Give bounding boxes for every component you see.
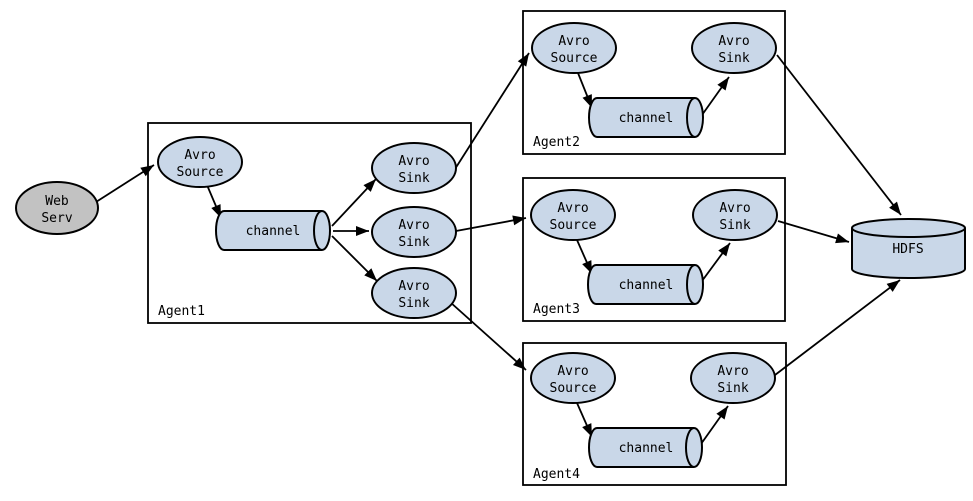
node-agent2-sink: Avro Sink [691,22,777,74]
node-agent2-channel: channel [588,97,704,138]
edge-web-serv-to-agent1-source [95,164,155,203]
agent3-sink-label-line1: Avro [719,201,750,216]
node-agent1-sink-2: Avro Sink [371,206,457,258]
node-agent2-source: Avro Source [531,22,617,74]
agent1-source-label-line2: Source [177,165,224,180]
agent1-source-ellipse [157,136,243,188]
edge-agent2-source-to-channel [577,72,593,109]
agent4-channel-label: channel [619,441,674,456]
agent2-source-label-line1: Avro [558,34,589,49]
agent2-source-label-line2: Source [551,51,598,66]
agent3-sink-label-line2: Sink [719,218,750,233]
hdfs-cylinder-rim [851,227,966,238]
node-agent4-source: Avro Source [530,352,616,404]
agent3-source-ellipse [530,189,616,241]
agent1-sink1-ellipse [371,142,457,194]
agent2-source-ellipse [531,22,617,74]
node-agent1-channel: channel [215,210,331,251]
agent4-sink-label-line2: Sink [717,381,748,396]
agent2-channel-cap [686,97,696,138]
node-agent3-channel: channel [587,264,704,305]
web-server-ellipse [15,181,99,235]
node-agent3-sink: Avro Sink [692,189,778,241]
node-agent4-sink: Avro Sink [690,352,776,404]
node-agent3-source: Avro Source [530,189,616,241]
agent2-channel-label: channel [619,111,674,126]
agent1-sink1-label-line2: Sink [398,171,429,186]
edge-agent4-channel-to-sink [700,405,729,445]
edge-agent1-channel-to-sink3 [331,235,378,282]
edge-agent1-channel-to-sink1 [331,178,377,227]
agent4-source-ellipse [530,352,616,404]
agent2-sink-label-line2: Sink [718,51,749,66]
agent3-source-label-line1: Avro [557,201,588,216]
agent1-sink3-label-line1: Avro [398,279,429,294]
agent3-channel-cap [686,264,696,305]
agent1-channel-cap [313,210,323,251]
agent1-source-label-line1: Avro [184,148,215,163]
agent1-sink1-label-line1: Avro [398,154,429,169]
agent2-sink-label-line1: Avro [718,34,749,49]
edges [95,52,902,445]
edge-agent4-source-to-channel [576,402,593,438]
agent4-source-label-line2: Source [550,381,597,396]
agent1-sink3-ellipse [371,267,457,319]
hdfs-label: HDFS [892,242,923,257]
node-agent4-channel: channel [588,427,703,468]
edge-agent3-channel-to-sink [701,242,731,282]
edge-agent1-sink3-to-agent4-source [449,301,527,371]
agent4-sink-ellipse [690,352,776,404]
web-server-label-line1: Web [45,194,69,209]
node-agent1-source: Avro Source [157,136,243,188]
edge-agent3-source-to-channel [576,239,593,275]
node-hdfs: HDFS [851,218,966,279]
agent3-sink-ellipse [692,189,778,241]
web-server-label-line2: Serv [41,211,72,226]
edge-agent1-source-to-channel [206,184,222,219]
agent1-channel-label: channel [246,224,301,239]
edge-agent4-sink-to-hdfs [774,279,901,376]
agent4-sink-label-line1: Avro [717,364,748,379]
agent3-channel-label: channel [619,278,674,293]
agent1-sink3-label-line2: Sink [398,296,429,311]
node-agent1-sink-1: Avro Sink [371,142,457,194]
agent4-label: Agent4 [533,467,580,482]
edge-agent1-sink2-to-agent3-source [455,215,527,232]
agent2-label: Agent2 [533,135,580,150]
edge-agent1-sink1-to-agent2-source [454,52,530,170]
agent4-channel-cap [685,427,695,468]
agent1-sink2-ellipse [371,206,457,258]
agent3-label: Agent3 [533,302,580,317]
agent1-sink2-label-line2: Sink [398,235,429,250]
edge-agent2-sink-to-hdfs [776,54,902,216]
hdfs-cylinder [851,218,966,279]
edge-agent3-sink-to-hdfs [777,220,850,244]
agent3-source-label-line2: Source [550,218,597,233]
edge-agent2-channel-to-sink [701,76,730,116]
agent1-label: Agent1 [158,304,205,319]
node-web-server: Web Serv [15,181,99,235]
agent2-sink-ellipse [691,22,777,74]
node-agent1-sink-3: Avro Sink [371,267,457,319]
agent4-source-label-line1: Avro [557,364,588,379]
agent1-sink2-label-line1: Avro [398,218,429,233]
